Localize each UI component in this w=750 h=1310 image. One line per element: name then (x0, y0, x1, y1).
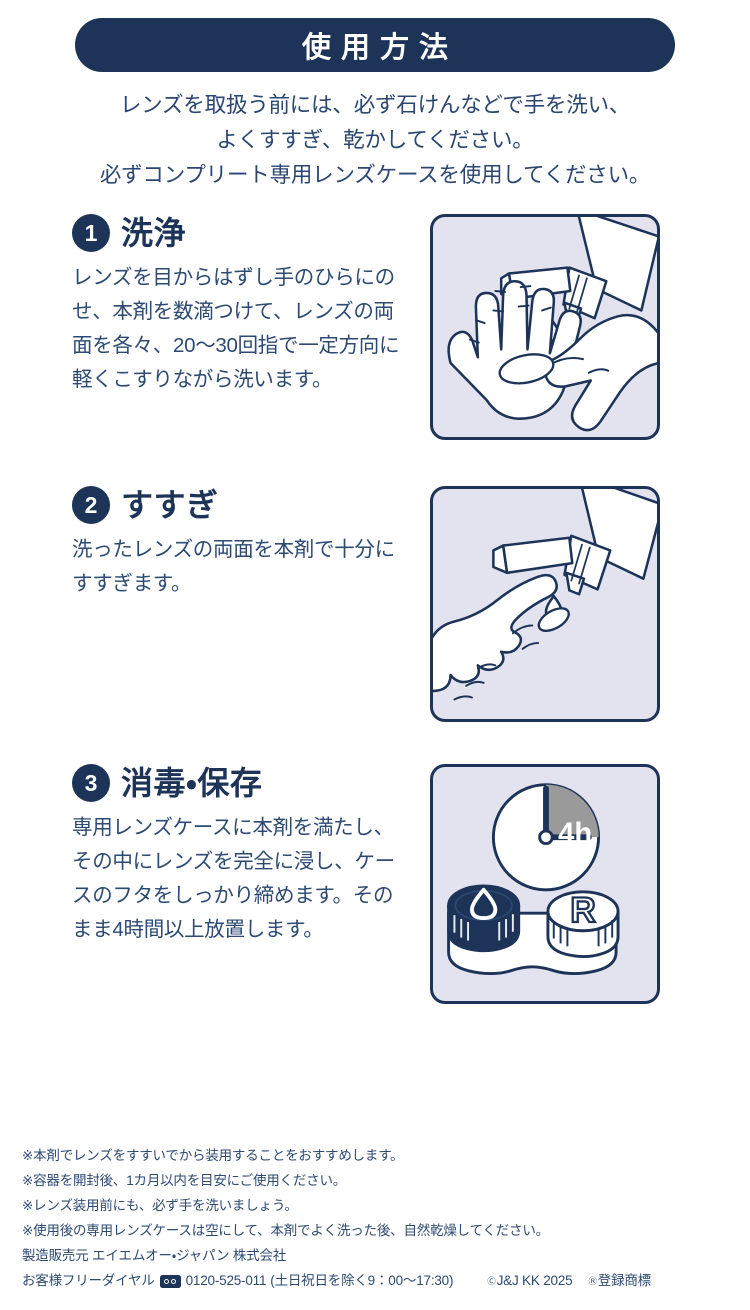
footer-note-2: ※容器を開封後、1カ月以内を目安にご使用ください。 (22, 1173, 347, 1189)
intro-line-3: 必ずコンプリート専用レンズケースを使用してください。 (99, 162, 651, 187)
tel-number: 0120-525-011 (185, 1273, 267, 1289)
copyright-mark: Ⓒ (487, 1275, 496, 1286)
step-body-2: 洗ったレンズの両面を本剤で十分にすすぎます。 (72, 538, 395, 596)
illustration-panel-2 (430, 486, 660, 723)
lens-case-right-label: R (570, 891, 595, 930)
bottle-dispensing-onto-palm-icon (447, 217, 657, 432)
footer: ※本剤でレンズをすすいでから装用することをおすすめします。 ※容器を開封後、1カ… (22, 1144, 736, 1294)
tel-hours: (土日祝日を除く9：00〜17:30) (270, 1273, 454, 1289)
illustration-panel-1 (430, 214, 660, 441)
step-title-1: 洗浄 (121, 215, 187, 252)
step-3-text: 3 消毒・保存 専用レンズケースに本剤を満たし、その中にレンズを完全に浸し、ケー… (72, 764, 412, 946)
clock-4h-icon: 4h (491, 783, 601, 892)
step-number-badge-3: 3 (72, 764, 110, 803)
step-1-text: 1 洗浄 レンズを目からはずし手のひらにのせ、本剤を数滴つけて、レンズの両面を各… (72, 214, 412, 396)
step-3-heading: 3 消毒・保存 (72, 764, 412, 803)
step-title-2: すすぎ (121, 487, 219, 524)
footer-note-3: ※レンズ装用前にも、必ず手を洗いましょう。 (22, 1198, 298, 1214)
step-2-text: 2 すすぎ 洗ったレンズの両面を本剤で十分にすすぎます。 (72, 486, 412, 601)
clock-label: 4h (558, 819, 592, 851)
footer-note-1: ※本剤でレンズをすすいでから装用することをおすすめします。 (22, 1148, 404, 1164)
step-body-1: レンズを目からはずし手のひらにのせ、本剤を数滴つけて、レンズの両面を各々、20〜… (72, 266, 400, 391)
steps-list: 1 洗浄 レンズを目からはずし手のひらにのせ、本剤を数滴つけて、レンズの両面を各… (0, 214, 750, 1005)
freedial-icon (159, 1275, 181, 1289)
customer-tel-line: お客様フリーダイヤル 0120-525-011 (土日祝日を除く9：00〜17:… (22, 1269, 736, 1294)
registered-mark: Ⓡ (588, 1275, 597, 1286)
intro-line-1: レンズを取扱う前には、必ず石けんなどで手を洗い、 (119, 93, 631, 117)
lens-case-left-cap (447, 884, 521, 953)
step-body-3: 専用レンズケースに本剤を満たし、その中にレンズを完全に浸し、ケースのフタをしっか… (72, 816, 395, 941)
intro-text: レンズを取扱う前には、必ず石けんなどで手を洗い、 よくすすぎ、乾かしてください。… (0, 88, 750, 192)
lens-case-right-cap: R (546, 890, 620, 959)
step-item-1: 1 洗浄 レンズを目からはずし手のひらにのせ、本剤を数滴つけて、レンズの両面を各… (0, 214, 750, 441)
step-number-badge-1: 1 (72, 214, 110, 253)
step-2-heading: 2 すすぎ (72, 486, 412, 525)
bottle-rinsing-lens-on-fingertip-icon (433, 489, 657, 701)
illustration-panel-3: 4h (430, 764, 660, 1005)
step-number-badge-2: 2 (72, 486, 110, 525)
manufacturer-line: 製造販売元 エイエムオー・ジャパン 株式会社 (22, 1248, 287, 1264)
intro-line-2: よくすすぎ、乾かしてください。 (216, 127, 534, 152)
step-item-3: 3 消毒・保存 専用レンズケースに本剤を満たし、その中にレンズを完全に浸し、ケー… (0, 764, 750, 1005)
page-title: 使用方法 (75, 18, 675, 72)
step-item-2: 2 すすぎ 洗ったレンズの両面を本剤で十分にすすぎます。 (0, 486, 750, 723)
header: 使用方法 (0, 0, 750, 72)
step-1-heading: 1 洗浄 (72, 214, 412, 253)
trademark-text: 登録商標 (597, 1273, 651, 1289)
footer-note-4: ※使用後の専用レンズケースは空にして、本剤でよく洗った後、自然乾燥してください。 (22, 1223, 549, 1239)
step-title-3: 消毒・保存 (121, 765, 263, 802)
lens-symbol-icon (470, 888, 498, 921)
copyright-text: J&J KK 2025 (496, 1273, 573, 1289)
lens-case-with-clock-icon: 4h (447, 783, 620, 976)
tel-label: お客様フリーダイヤル (22, 1273, 155, 1289)
